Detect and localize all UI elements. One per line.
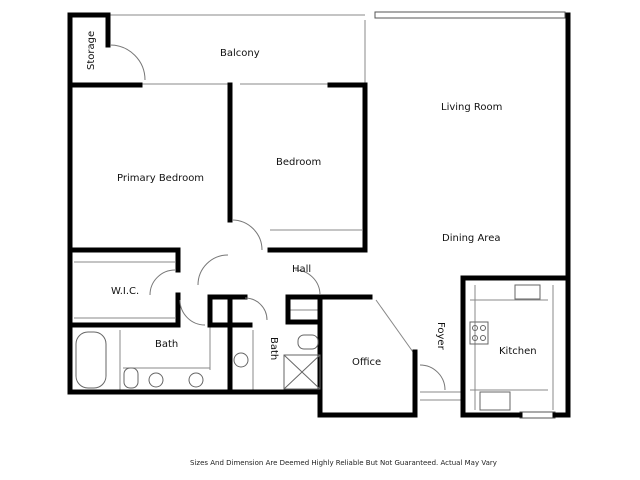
walls (67, 12, 571, 418)
doors (109, 44, 446, 391)
fixtures (75, 284, 541, 411)
stove-icon (469, 321, 489, 345)
fridge-icon (479, 391, 511, 411)
room-label-living-room: Living Room (441, 102, 503, 113)
shower-icon (283, 354, 321, 390)
room-label-bedroom: Bedroom (276, 157, 322, 168)
room-label-balcony: Balcony (220, 48, 260, 59)
room-label-wic: W.I.C. (111, 286, 140, 297)
thin-lines (74, 14, 554, 410)
toilet-icon (297, 334, 319, 350)
kitchen-sink-icon (514, 284, 541, 300)
bathtub-icon (75, 331, 107, 389)
sink-icon (148, 372, 164, 388)
room-label-storage: Storage (86, 30, 97, 70)
room-label-bath-primary: Bath (155, 339, 179, 350)
room-label-dining-area: Dining Area (442, 233, 501, 244)
disclaimer-text: Sizes And Dimension Are Deemed Highly Re… (190, 459, 497, 467)
room-label-hall: Hall (292, 264, 312, 275)
room-label-primary-bedroom: Primary Bedroom (117, 173, 205, 184)
room-label-office: Office (352, 357, 382, 368)
sink-icon (188, 372, 204, 388)
room-label-kitchen: Kitchen (499, 346, 537, 357)
room-label-foyer: Foyer (435, 322, 446, 350)
sink-icon (233, 352, 249, 368)
room-label-bath-second: Bath (268, 337, 279, 361)
windows (374, 11, 566, 419)
toilet-icon (123, 367, 139, 389)
